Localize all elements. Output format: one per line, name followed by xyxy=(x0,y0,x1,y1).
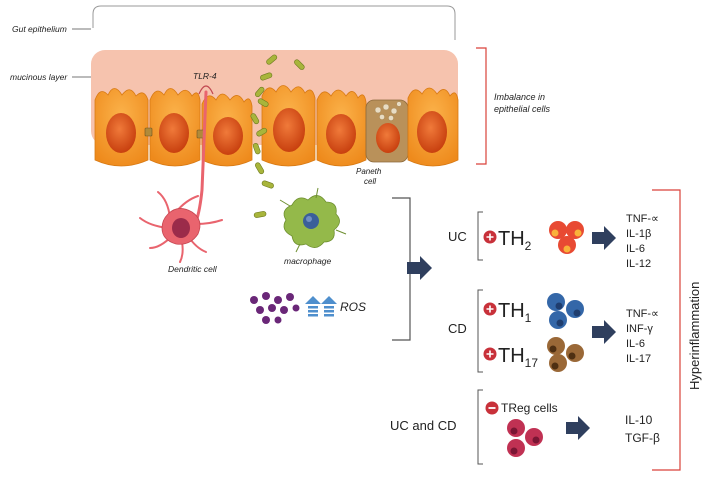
uc-bracket xyxy=(477,211,483,261)
bacterium xyxy=(266,54,278,65)
cd-cytokine: IL-6 xyxy=(626,338,645,350)
central-arrow xyxy=(407,256,432,280)
paneth-cell xyxy=(365,99,409,163)
bacterium xyxy=(252,143,261,155)
cd-arrow xyxy=(592,320,616,344)
uc-cytokine: IL-12 xyxy=(626,258,651,270)
bacterium xyxy=(250,113,260,125)
cd-cytokine: INF-γ xyxy=(626,323,653,335)
ros-label: ROS xyxy=(340,300,366,314)
bacterium xyxy=(294,59,305,70)
paneth-label-line1: Paneth xyxy=(356,167,382,176)
bacterium xyxy=(260,72,273,81)
th1-label: TH1 xyxy=(498,300,532,325)
bacterium xyxy=(256,127,268,137)
bacterium xyxy=(254,86,265,98)
epithelial-cell xyxy=(407,87,459,167)
hyperinflammation-label: Hyperinflammation xyxy=(687,282,702,390)
bacterium xyxy=(255,162,265,175)
th17-cells xyxy=(547,337,584,372)
epithelial-cell xyxy=(201,93,253,167)
bacterium xyxy=(261,180,274,189)
uccd-bracket xyxy=(477,389,483,465)
uc-arrow xyxy=(592,226,616,250)
th1-cells xyxy=(547,293,584,329)
cd-bracket xyxy=(477,289,483,373)
macrophage-label: macrophage xyxy=(284,256,332,266)
ros-up-arrows xyxy=(305,296,337,317)
cd-cytokine: TNF-∝ xyxy=(626,308,659,320)
uc-cytokine: IL-6 xyxy=(626,243,645,255)
uccd-arrow xyxy=(566,416,590,440)
epithelial-cell xyxy=(94,88,149,167)
epithelial-cell xyxy=(149,88,201,167)
dendrite-process xyxy=(194,90,208,224)
gut-epithelium-label: Gut epithelium xyxy=(12,24,67,34)
uc-cytokine: TNF-∝ xyxy=(626,213,659,225)
th17-label: TH17 xyxy=(498,345,538,370)
paneth-label-line2: cell xyxy=(364,177,376,186)
tight-junction xyxy=(144,127,153,137)
cd-label: CD xyxy=(448,321,467,336)
dendritic-cell xyxy=(139,191,223,263)
tlr4-label: TLR-4 xyxy=(193,71,217,81)
epithelial-cell xyxy=(261,85,316,167)
bacteria xyxy=(250,54,305,218)
th2-cells xyxy=(549,221,584,254)
bacterium xyxy=(253,211,267,218)
imbalance-label-line1: Imbalance in xyxy=(494,92,545,102)
imbalance-label-line2: epithelial cells xyxy=(494,104,551,114)
uc-label: UC xyxy=(448,229,467,244)
th2-label: TH2 xyxy=(498,228,532,253)
uccd-cytokine: IL-10 xyxy=(625,413,653,427)
tlr4-receptor xyxy=(198,85,214,95)
mucinous-layer-label: mucinous layer xyxy=(10,72,68,82)
cd-cytokine: IL-17 xyxy=(626,353,651,365)
dendritic-cell-label: Dendritic cell xyxy=(168,264,218,274)
macrophage xyxy=(279,187,347,253)
treg-cells xyxy=(507,419,543,457)
epithelial-cells xyxy=(94,85,459,167)
gut-lumen-outline xyxy=(92,5,456,40)
ros-particles xyxy=(250,292,300,324)
uccd-label: UC and CD xyxy=(390,418,456,433)
uc-cytokine: IL-1β xyxy=(626,228,651,240)
uccd-cytokine: TGF-β xyxy=(625,431,660,445)
bacterium xyxy=(257,98,269,107)
treg-label: TReg cells xyxy=(501,401,558,415)
hyperinflammation-bracket xyxy=(652,189,681,471)
imbalance-bracket xyxy=(476,47,487,165)
epithelial-cell xyxy=(316,89,367,167)
